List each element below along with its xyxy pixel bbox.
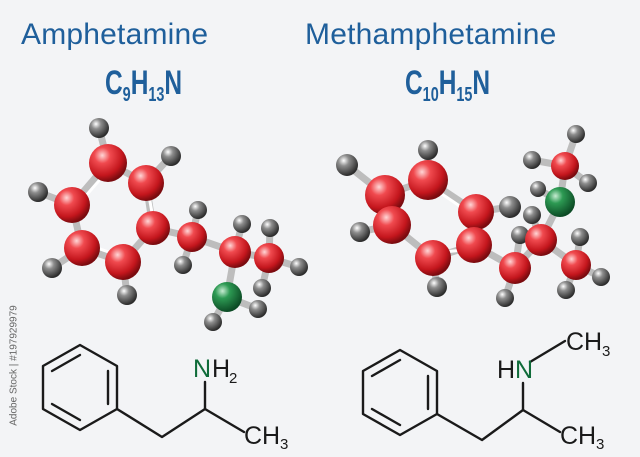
stock-watermark: Adobe Stock | #197929979 [8,305,20,426]
n-methyl-subscript: 3 [602,343,610,360]
carbon-atoms [365,152,591,284]
amphetamine-skeletal-labels: N H 2 CH 3 [193,355,288,453]
formula-c: C [405,64,423,102]
formula-h: H [130,64,149,102]
formula-c-count: 10 [422,84,439,106]
amphetamine-formula: C9H13N [105,64,182,107]
hydrogen-atoms [336,125,610,307]
amphetamine-title: Amphetamine [21,18,209,51]
formula-n: N [472,64,491,102]
formula-n: N [164,64,183,102]
nitrogen-atom [212,282,242,312]
methyl-label: CH [560,422,596,450]
formula-c: C [105,64,123,102]
formula-h-count: 15 [456,84,473,106]
methamphetamine-3d-model [336,125,610,307]
nitrogen-atom [545,187,575,217]
methamphetamine-formula: C10H15N [405,64,490,107]
methamphetamine-skeletal-labels: H N CH 3 CH 3 [497,328,610,453]
formula-h-count: 13 [148,84,165,106]
methyl-subscript: 3 [596,436,604,453]
n-methyl-label: CH [566,328,602,356]
amine-n-label: N [515,356,533,384]
methyl-subscript: 3 [280,436,288,453]
methyl-label: CH [244,422,280,450]
amine-n-label: N [193,355,211,383]
methamphetamine-skeletal-formula [361,339,567,442]
amphetamine-skeletal-formula [41,343,246,439]
hydrogen-atoms [28,118,308,331]
amine-h-label: H [212,355,230,383]
methamphetamine-title: Methamphetamine [305,18,557,51]
formula-c-count: 9 [122,84,131,106]
amine-h-label: H [497,356,515,384]
formula-h: H [438,64,457,102]
amphetamine-3d-model [28,118,308,331]
carbon-atoms [54,144,284,280]
amine-h-subscript: 2 [229,370,237,387]
